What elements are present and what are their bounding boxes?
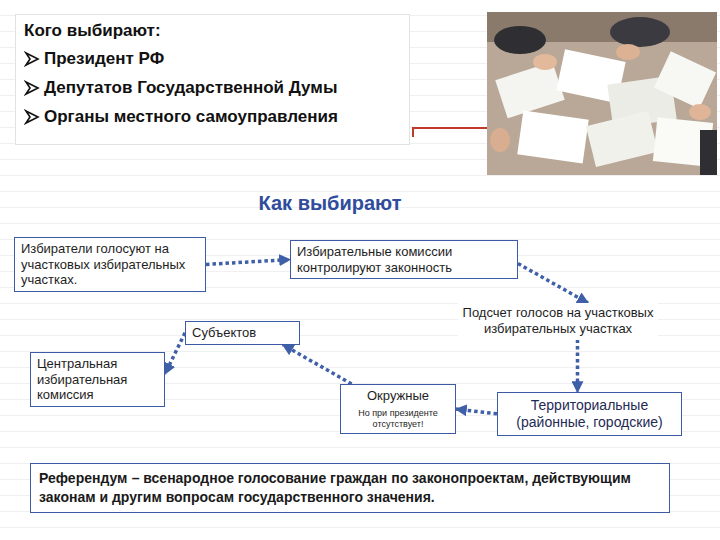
hand [616, 44, 640, 60]
process-box: Избиратели голосуют на участковых избира… [14, 237, 206, 292]
box-text: Избирательные комиссии контролируют зако… [297, 244, 511, 275]
list-item: Органы местного самоуправления [24, 107, 399, 127]
box-text: Избиратели голосуют на участковых избира… [21, 241, 199, 288]
box-text: Субъектов [192, 325, 293, 341]
process-box: Избирательные комиссии контролируют зако… [290, 240, 518, 279]
ballot-photo [487, 12, 717, 175]
process-box: Центральная избирательная комиссия [30, 352, 165, 407]
definition-text: – всенародное голосование граждан по зак… [39, 470, 631, 505]
paper [654, 51, 716, 108]
bullet-shape [26, 82, 38, 94]
arrow-bullet [24, 51, 40, 67]
box-text: Окружные [347, 388, 449, 404]
dotted-arrow [456, 409, 497, 414]
process-box: Субъектов [185, 321, 300, 345]
dotted-arrow [576, 340, 580, 393]
list-item: Депутатов Государственной Думы [24, 78, 399, 98]
definition-box: Референдум– всенародное голосование граж… [30, 463, 670, 513]
dotted-arrow [283, 345, 352, 384]
process-box: Окружные Но при президенте отсутствует! [340, 384, 456, 434]
process-box: Подсчет голосов на участковых избиратель… [458, 303, 658, 340]
diagram-title: Как выбирают [200, 192, 460, 215]
list-text: Президент РФ [44, 49, 164, 69]
paper [495, 62, 564, 119]
dotted-arrow [206, 260, 290, 265]
bullet-shape [26, 53, 38, 65]
sleeve [610, 17, 670, 47]
list-text: Депутатов Государственной Думы [44, 78, 337, 98]
box-text: Подсчет голосов на участковых избиратель… [462, 305, 654, 338]
list-box: Кого выбирают: Президент РФ Депутатов Госу… [15, 14, 410, 145]
bullet-shape [26, 111, 38, 123]
arrow-bullet [24, 109, 40, 125]
sleeve [700, 130, 717, 175]
list-text: Органы местного самоуправления [44, 107, 338, 127]
term-text: Референдум [39, 470, 127, 486]
hand [689, 104, 711, 120]
hand [490, 128, 510, 152]
note-text: Но при президенте отсутствует! [347, 408, 449, 431]
list-item: Президент РФ [24, 49, 399, 69]
box-text: Центральная избирательная комиссия [37, 356, 158, 403]
dotted-arrow [518, 264, 588, 303]
dotted-arrow [165, 333, 185, 374]
red-rule [413, 128, 487, 137]
arrow-bullet [24, 80, 40, 96]
sleeve [494, 26, 546, 54]
photo-ground [487, 12, 717, 175]
paper [586, 111, 658, 167]
process-box: Территориальные (районные, городские) [497, 392, 682, 436]
box-text: Территориальные (районные, городские) [504, 397, 675, 431]
paper [517, 111, 588, 164]
box-text: Кого выбирают: [24, 21, 399, 41]
hand [533, 54, 557, 70]
